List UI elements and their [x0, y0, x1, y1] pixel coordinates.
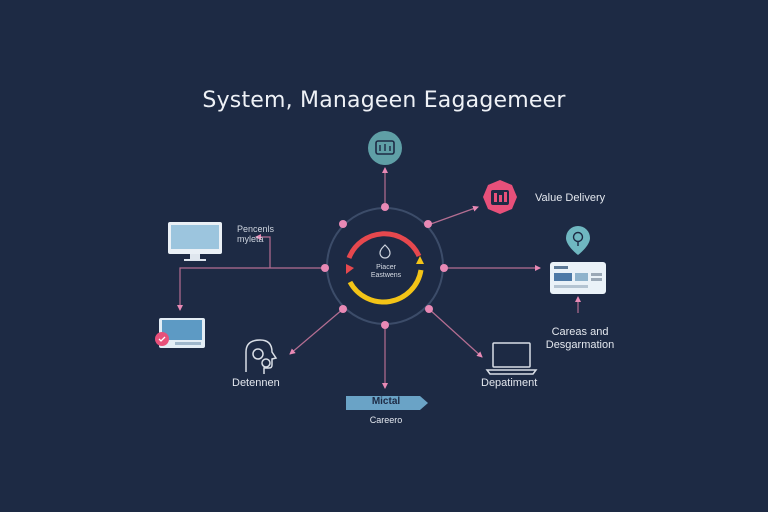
bottom-label: Careero [369, 415, 403, 425]
ring-nodes [321, 203, 448, 329]
ring-node [381, 203, 389, 211]
right-bottom-label: Depatiment [481, 377, 538, 389]
laptop-icon [485, 342, 538, 375]
core-label: Piacer Eastwens [350, 264, 422, 280]
core-label-line2: Eastwens [370, 272, 402, 279]
left-bottom-label: Detennen [232, 377, 280, 389]
diagram-title: System, Manageen Eagagemeer [202, 88, 566, 113]
ring-node [381, 321, 389, 329]
tablet-icon [155, 318, 205, 348]
dashboard-card-icon [550, 262, 606, 294]
badge-arrow [346, 396, 428, 410]
connectors [177, 167, 581, 389]
top-left-label: Pencenls myleta [237, 224, 274, 244]
right-lower-label-line2: Desgarmation [545, 339, 615, 351]
core-label-line1: Piacer [376, 264, 396, 271]
connector-bottom-right [428, 308, 483, 358]
badge-label: Mictal [371, 396, 401, 407]
right-lower-label: Careas and Desgarmation [540, 326, 620, 352]
lightbulb-pin-icon [566, 226, 590, 255]
right-lower-label-line1: Careas and [551, 326, 609, 338]
value-delivery-label: Value Delivery [535, 192, 606, 204]
ring-node [339, 220, 347, 228]
top-left-label-line2: myleta [237, 234, 264, 244]
ring-node [424, 220, 432, 228]
head-gear-icon [245, 339, 278, 374]
chart-pink-icon [483, 180, 517, 214]
document-teal-icon [368, 131, 402, 165]
connector-left [177, 267, 326, 311]
connector-top-left [255, 234, 271, 268]
monitor-icon [168, 222, 222, 261]
cycle-arrows-icon [346, 231, 424, 305]
ring-node [440, 264, 448, 272]
ring-node [321, 264, 329, 272]
ring-node [425, 305, 433, 313]
connector-bottom-left [289, 308, 344, 355]
top-left-label-line1: Pencenls [237, 224, 275, 234]
connector-value [427, 205, 479, 226]
ring-node [339, 305, 347, 313]
